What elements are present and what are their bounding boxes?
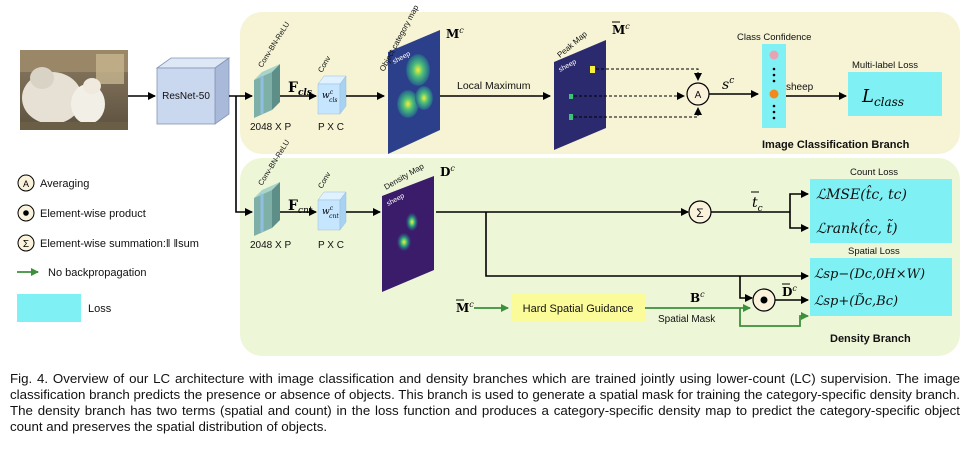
mask-label: Spatial Mask <box>658 314 716 325</box>
cls-dims2: P X C <box>318 122 344 133</box>
confidence-dot-5 <box>772 110 776 114</box>
input-sheep-image <box>20 50 128 130</box>
cls-dims1: 2048 X P <box>250 122 291 133</box>
spatial-loss-title: Spatial Loss <box>848 246 900 257</box>
product-out-symbol: Dc <box>782 284 797 299</box>
den-feature-symbol: Fcnt <box>288 198 313 216</box>
confidence-tag: sheep <box>786 82 814 93</box>
legend-summation-glyph: Σ <box>23 239 29 250</box>
hard-spatial-guidance-box <box>511 294 645 322</box>
arrow-density-spatial-neg <box>485 212 809 280</box>
legend-product-label: Element-wise product <box>40 208 146 220</box>
arrow-count-rank <box>789 212 809 232</box>
legend-summation-label: Element-wise summation:‖ ‖sum <box>40 238 199 250</box>
product-node-dot <box>760 296 768 304</box>
confidence-label: Class Confidence <box>737 32 811 43</box>
den-map-symbol: Dc <box>440 164 455 179</box>
resnet-backbone-block <box>155 57 231 125</box>
multilabel-loss-title: Multi-label Loss <box>852 60 918 71</box>
legend-averaging-glyph: A <box>23 179 29 189</box>
dashed-peak-1 <box>596 68 702 81</box>
backbone-label: ResNet-50 <box>162 91 210 102</box>
summation-node-glyph: Σ <box>696 206 703 220</box>
loss-mse: ℒMSE(t̂c, tc) <box>816 184 907 203</box>
den-branch-title: Density Branch <box>830 333 911 345</box>
cls-conv-block <box>317 75 347 115</box>
multilabel-loss-symbol: Lclass <box>861 86 904 109</box>
cls-feature-symbol: Fcls <box>288 80 312 98</box>
cls-map-symbol: Mc <box>446 26 464 41</box>
den-conv-bn-relu-block <box>254 182 280 236</box>
confidence-dot-6 <box>772 116 776 120</box>
arrow-count-mse <box>789 190 809 212</box>
count-symbol: tc <box>752 195 763 214</box>
multilabel-loss-box <box>848 72 942 116</box>
count-loss-box <box>810 179 952 243</box>
figure-caption: Fig. 4. Overview of our LC architecture … <box>10 371 960 434</box>
den-dims1: 2048 X P <box>250 240 291 251</box>
arrow-density-product <box>739 276 753 302</box>
cls-branch-title: Image Classification Branch <box>762 139 910 151</box>
architecture-diagram: ResNet-50 Conv-BN-ReLU Fcls 2048 X P Con… <box>17 3 960 356</box>
loss-rank: ℒrank(t̂c, t̃) <box>816 218 898 237</box>
confidence-dot-1 <box>772 67 776 71</box>
den-conv-block <box>317 191 347 231</box>
density-map <box>382 176 434 292</box>
arrow-backbone-split-bottom <box>235 96 253 216</box>
confidence-dot-3 <box>772 79 776 83</box>
confidence-dot-4 <box>772 104 776 108</box>
score-symbol: sc <box>722 76 734 93</box>
peak-map-symbol: Mc <box>612 22 630 37</box>
averaging-node-glyph: A <box>695 90 702 101</box>
confidence-dot-pink <box>769 50 779 60</box>
confidence-dot-2 <box>772 73 776 77</box>
guidance-label: Hard Spatial Guidance <box>523 303 634 315</box>
legend-summation-icon <box>17 234 35 252</box>
den-dims2: P X C <box>318 240 344 251</box>
cls-conv-bn-relu-block <box>254 64 280 118</box>
legend-no-backprop-label: No backpropagation <box>48 267 146 279</box>
legend: A Averaging Element-wise product Σ Eleme… <box>17 174 199 322</box>
loss-sp-plus: ℒsp+(D̃c,Bc) <box>814 293 898 309</box>
dashed-peak-3 <box>574 107 702 118</box>
peak-map <box>554 40 606 150</box>
arrow-mask-spatial-loss <box>739 308 809 327</box>
legend-loss-swatch <box>17 294 81 322</box>
count-loss-title: Count Loss <box>850 167 898 178</box>
local-max-label: Local Maximum <box>457 80 531 92</box>
loss-sp-minus: ℒsp−(Dc,0H×W) <box>814 267 925 282</box>
mask-symbol: Bc <box>690 290 705 305</box>
object-category-map <box>388 30 440 154</box>
legend-loss-label: Loss <box>88 303 112 315</box>
legend-averaging-label: Averaging <box>40 178 89 190</box>
confidence-dot-orange <box>769 89 779 99</box>
spatial-loss-box <box>810 258 952 316</box>
guidance-input-symbol: Mc <box>456 300 474 315</box>
legend-product-dot <box>23 210 29 216</box>
legend-averaging-icon <box>17 174 35 192</box>
